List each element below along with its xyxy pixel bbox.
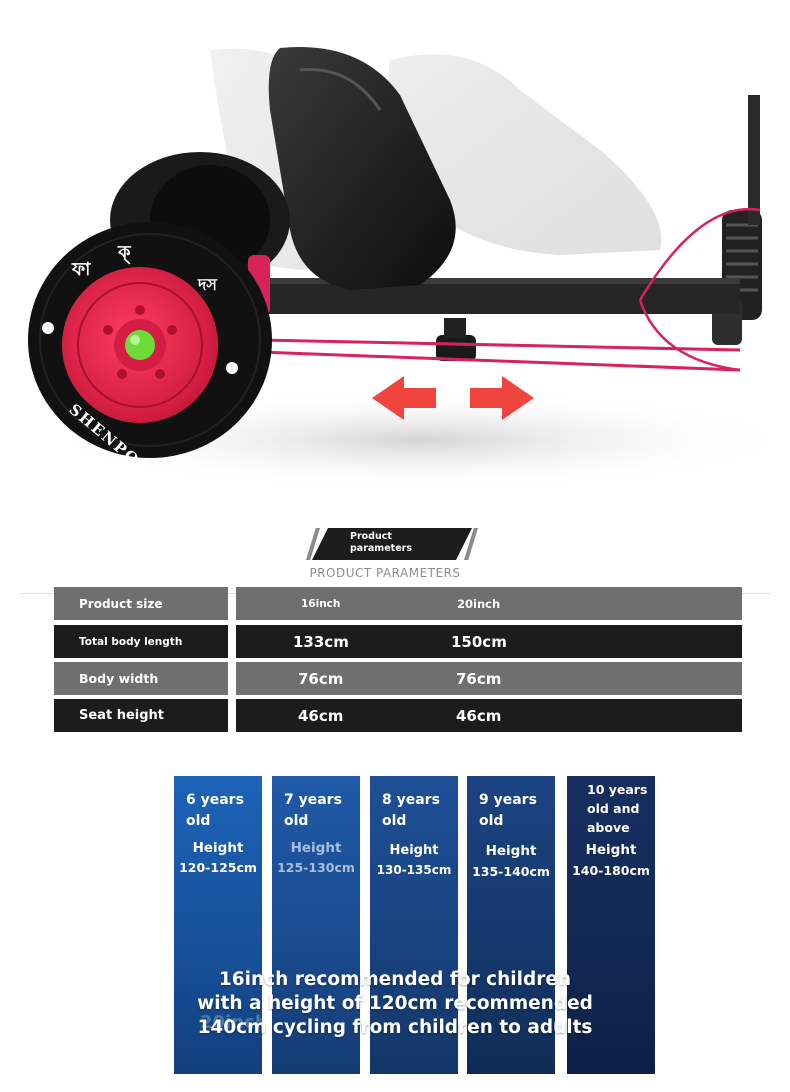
param-label: Body width (54, 662, 228, 695)
section-subtitle: PRODUCT PARAMETERS (309, 566, 461, 580)
product-parameters-badge: Product parameters (306, 528, 478, 560)
height-range: 140-180cm (572, 863, 650, 878)
height-label: Height (485, 843, 537, 859)
ghost-size-text: 20inch (200, 1012, 268, 1033)
recommendation-text: 16inch recommended for children with a h… (170, 968, 620, 1040)
age-column-9: 9 years old Height 135-140cm (467, 776, 555, 1074)
height-range: 120-125cm (179, 860, 257, 875)
param-value-20: 150cm (451, 632, 507, 651)
param-label: Total body length (54, 625, 228, 658)
recommendation-line: with a height of 120cm recommended (197, 993, 593, 1014)
param-value-20: 76cm (456, 669, 502, 688)
arrow-right-icon (470, 376, 534, 420)
param-value-16: 133cm (293, 632, 349, 651)
age-label: 9 years old (479, 792, 537, 829)
tire-glyph-3: দস (197, 275, 218, 294)
height-label: Height (192, 840, 244, 856)
param-row-seat-height: Seat height 46cm 46cm (54, 699, 742, 732)
age-label: 10 years old and above (587, 782, 648, 835)
param-row-total-length: Total body length 133cm 150cm (54, 625, 742, 658)
age-label: 6 years old (186, 792, 244, 829)
age-column-6: 6 years old Height 120-125cm (174, 776, 262, 1074)
height-label: Height (389, 843, 439, 858)
age-column-10: 10 years old and above Height 140-180cm (567, 776, 655, 1074)
badge-label: Product parameters (350, 531, 412, 554)
hub-cap (125, 330, 155, 360)
height-label: Height (290, 840, 342, 856)
product-hero-image: SHENPOWER ফা ক্ দস (0, 0, 790, 500)
recommendation-line: 140cm cycling from children to adults (197, 1017, 593, 1038)
age-label: 7 years old (284, 792, 342, 829)
height-range: 130-135cm (376, 863, 452, 877)
param-value-20: 46cm (456, 706, 502, 725)
age-column-8: 8 years old Height 130-135cm (370, 776, 458, 1074)
height-range: 125-130cm (277, 860, 355, 875)
param-value-20: 20inch (457, 596, 501, 611)
go-kart-illustration: SHENPOWER ফা ক্ দস (28, 46, 790, 500)
seat (268, 46, 456, 290)
tire-glyph-1: ফা (71, 259, 91, 280)
param-value-16: 16inch (301, 597, 341, 610)
param-value-16: 76cm (298, 669, 344, 688)
age-label: 8 years old (382, 792, 440, 829)
param-row-body-width: Body width 76cm 76cm (54, 662, 742, 695)
height-label: Height (585, 842, 637, 858)
param-label: Product size (54, 587, 228, 620)
param-row-product-size: Product size 16inch 20inch (54, 587, 742, 620)
param-label: Seat height (54, 699, 228, 732)
param-value-16: 46cm (298, 706, 344, 725)
age-column-7: 7 years old Height 125-130cm (272, 776, 360, 1074)
height-range: 135-140cm (472, 864, 550, 879)
arrow-left-icon (372, 376, 436, 420)
seat-ghost-2 (388, 54, 662, 256)
recommendation-line: 16inch recommended for children (218, 969, 572, 990)
tire-glyph-2: ক্ (117, 242, 132, 265)
